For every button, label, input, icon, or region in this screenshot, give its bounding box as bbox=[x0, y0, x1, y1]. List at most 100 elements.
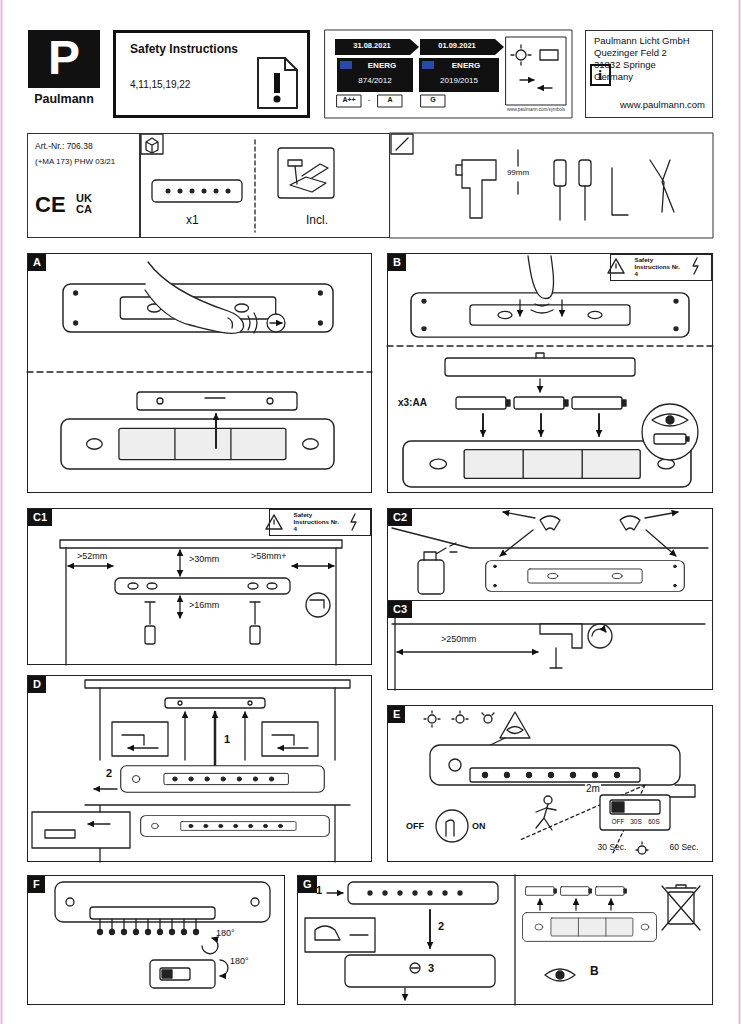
step-d-illustration bbox=[141, 816, 330, 837]
step-panel: C3 bbox=[387, 600, 713, 690]
logo-letter: P bbox=[28, 34, 100, 82]
callout-number: 1 bbox=[224, 733, 230, 746]
energy-label-box bbox=[325, 30, 572, 118]
step-c1-illustration bbox=[306, 593, 330, 617]
step-d-illustration bbox=[32, 680, 350, 862]
step-c1-illustration bbox=[351, 514, 356, 530]
safety-note: Safety Instructions Nr. 4 bbox=[635, 256, 685, 277]
step-e-illustration bbox=[593, 773, 598, 778]
step-f-illustration bbox=[162, 970, 172, 978]
step-g-illustration bbox=[545, 969, 575, 981]
panel-letter: B bbox=[388, 254, 406, 271]
safety-instructions-box: Safety Instructions4,11,15,19,22 bbox=[113, 30, 310, 118]
step-e-illustration bbox=[424, 711, 695, 855]
timer-setting: 60 Sec. bbox=[670, 843, 699, 853]
callout-number: 3 bbox=[428, 962, 434, 975]
step-e-illustration bbox=[544, 796, 552, 804]
step-b-illustration bbox=[531, 304, 553, 313]
product-info-row bbox=[226, 189, 231, 194]
step-d-illustration bbox=[244, 712, 245, 760]
step-c2-c3-illustration bbox=[588, 624, 612, 648]
step-panel: E bbox=[387, 705, 713, 862]
product-info-row bbox=[254, 140, 255, 232]
dimension: >16mm bbox=[188, 600, 220, 610]
step-b-illustration bbox=[572, 397, 626, 409]
step-d-illustration bbox=[122, 735, 158, 748]
dimension: 99mm bbox=[506, 168, 530, 177]
step-f-illustration bbox=[170, 930, 175, 935]
logo-box: PPaulmann bbox=[28, 30, 100, 88]
document-warning-icon bbox=[285, 58, 297, 70]
step-c1-illustration bbox=[179, 596, 180, 618]
step-e-illustration bbox=[456, 715, 464, 723]
step-f-illustration bbox=[158, 930, 163, 935]
document-warning-icon bbox=[258, 58, 297, 108]
energy-label-box bbox=[516, 50, 526, 60]
panel-letter: C1 bbox=[28, 509, 52, 526]
step-c2-c3-illustration bbox=[645, 512, 678, 518]
step-e-illustration bbox=[549, 773, 554, 778]
step-a-illustration bbox=[27, 371, 372, 372]
step-b-illustration bbox=[540, 414, 542, 436]
step-f-illustration bbox=[55, 882, 270, 922]
dimension: >250mm bbox=[440, 634, 477, 644]
manual-illustration bbox=[27, 30, 713, 1005]
product-info-row bbox=[650, 160, 674, 212]
energy-class: A++ bbox=[342, 96, 355, 104]
product-info-row bbox=[462, 160, 496, 218]
step-f-illustration bbox=[220, 960, 228, 976]
switch-position: 30S bbox=[630, 818, 642, 825]
info-icon-box: i bbox=[590, 64, 611, 86]
step-g-illustration bbox=[305, 918, 375, 952]
step-a-illustration bbox=[157, 398, 163, 404]
step-e-illustration bbox=[449, 759, 461, 771]
product-info-row bbox=[141, 133, 713, 238]
battery-count: x3:AA bbox=[398, 397, 427, 409]
product-info-row bbox=[214, 189, 219, 194]
step-g-illustration bbox=[305, 875, 700, 1005]
step-e-illustration bbox=[424, 711, 440, 727]
step-b-illustration bbox=[445, 358, 635, 376]
energy-class: A bbox=[387, 96, 392, 104]
product-info-row bbox=[396, 138, 408, 150]
step-panel: C1Safety Instructions Nr. 4 bbox=[27, 508, 372, 665]
step-e-illustration bbox=[610, 800, 660, 814]
panel-letter: F bbox=[28, 876, 45, 893]
regulation-number: 874/2012 bbox=[358, 76, 391, 85]
step-e-illustration bbox=[482, 713, 494, 715]
step-f-illustration bbox=[100, 919, 196, 929]
step-b-illustration bbox=[561, 300, 562, 316]
step-d-illustration bbox=[248, 701, 252, 705]
step-c2-c3-illustration bbox=[503, 512, 535, 518]
step-g-illustration bbox=[596, 887, 627, 896]
step-b-illustration bbox=[654, 434, 686, 444]
callout-number: 2 bbox=[106, 767, 112, 780]
step-a-illustration bbox=[228, 318, 233, 328]
product-info-row bbox=[152, 180, 242, 202]
step-g-illustration bbox=[429, 910, 431, 948]
step-e-illustration bbox=[638, 846, 646, 854]
page-edge bbox=[739, 0, 741, 1024]
document-warning-icon bbox=[274, 96, 281, 103]
step-d-illustration bbox=[214, 712, 217, 770]
switch-position: 60S bbox=[648, 818, 660, 825]
box-heading: Safety Instructions bbox=[130, 43, 238, 57]
energy-label-box bbox=[419, 58, 499, 92]
step-e-illustration bbox=[612, 802, 624, 812]
step-c2-c3-illustration bbox=[592, 629, 606, 636]
product-info-row bbox=[390, 133, 713, 238]
step-c2-c3-illustration bbox=[486, 561, 685, 592]
product-info-row bbox=[559, 186, 560, 220]
step-c2-c3-illustration bbox=[550, 648, 562, 668]
step-c2-c3-illustration bbox=[500, 530, 533, 556]
step-c1-illustration bbox=[60, 540, 342, 548]
step-c1-illustration bbox=[128, 583, 138, 589]
step-c2-c3-illustration bbox=[620, 516, 640, 530]
step-b-illustration bbox=[693, 258, 698, 274]
step-g-illustration bbox=[662, 886, 700, 930]
product-info-row bbox=[278, 148, 334, 198]
product-info-row bbox=[456, 165, 462, 175]
